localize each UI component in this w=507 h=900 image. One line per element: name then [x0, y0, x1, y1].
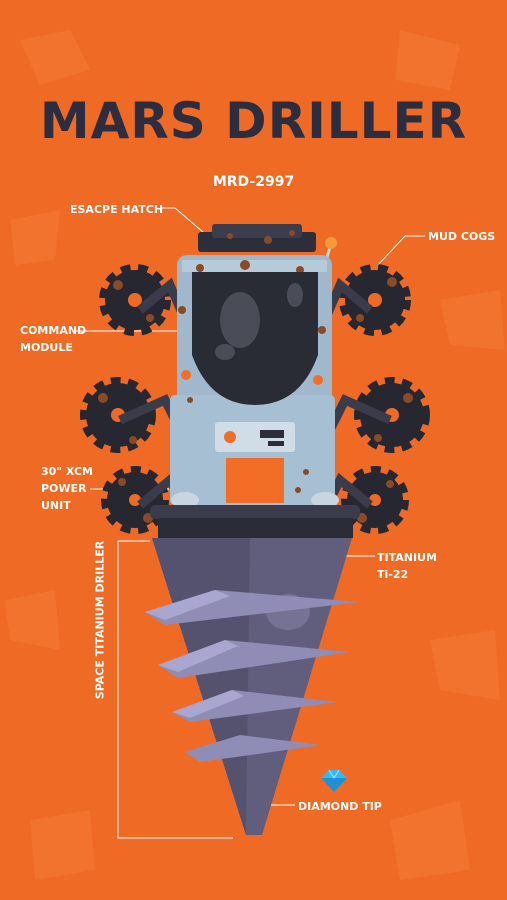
label-power-unit: 30" XCM POWER UNIT [41, 465, 93, 512]
background-texture [5, 30, 505, 880]
label-titanium: TITANIUM Ti-22 [377, 551, 437, 581]
label-space-titanium-driller: SPACE TITANIUM DRILLER [93, 540, 107, 700]
leader-escape-hatch [161, 207, 204, 233]
command-module [170, 255, 339, 508]
gear-icon [101, 466, 169, 534]
leader-mud-cogs [377, 235, 425, 266]
label-command-module: COMMAND MODULE [20, 324, 87, 354]
bracket-drill [117, 540, 233, 839]
base-plate [150, 505, 360, 538]
right-mud-cogs [320, 264, 430, 534]
label-mud-cogs: MUD COGS [428, 230, 496, 243]
titanium-drill [145, 538, 360, 835]
model-number: MRD-2997 [212, 174, 295, 190]
escape-hatch [198, 224, 316, 252]
label-escape-hatch: ESACPE HATCH [70, 203, 164, 216]
diamond-icon [321, 769, 347, 792]
gear-icon [341, 466, 409, 534]
page-title: MARS DRILLER [39, 92, 468, 150]
label-diamond-tip: DIAMOND TIP [298, 800, 382, 813]
